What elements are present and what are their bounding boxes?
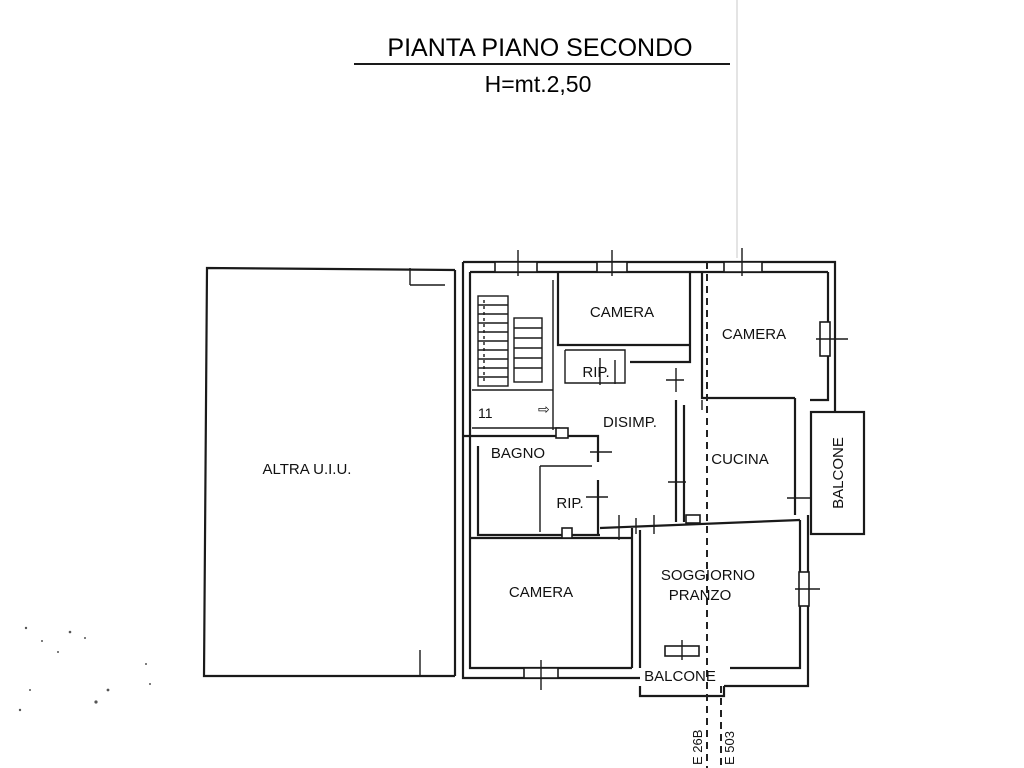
- room-label-camera-bottom: CAMERA: [509, 584, 573, 601]
- room-label-balcone-bottom: BALCONE: [644, 668, 716, 685]
- plan-title: PIANTA PIANO SECONDO: [387, 34, 692, 62]
- room-label-bagno: BAGNO: [491, 445, 545, 462]
- balcony-side: [809, 410, 866, 536]
- staircase: [477, 295, 543, 387]
- window-top-1: [494, 261, 538, 273]
- room-label-pranzo: PRANZO: [669, 587, 732, 604]
- room-label-rip-bottom: RIP.: [556, 495, 583, 512]
- room-label-cucina: CUCINA: [711, 451, 769, 468]
- stair-number: 11: [478, 405, 493, 421]
- room-label-soggiorno: SOGGIORNO: [661, 567, 755, 584]
- interior-walls: [462, 272, 801, 668]
- scan-specks: [18, 626, 151, 712]
- room-label-disimp: DISIMP.: [603, 414, 657, 431]
- room-label-camera-top: CAMERA: [590, 304, 654, 321]
- boundary-ref-right: E 503: [722, 731, 737, 765]
- window-top-3: [723, 261, 763, 273]
- outer-walls: [453, 260, 837, 698]
- altra-uiu-area: [202, 266, 456, 678]
- door-marks: [555, 358, 810, 540]
- boundary-ref-left: E 26B: [690, 730, 705, 765]
- window-marks: [494, 248, 848, 690]
- room-label-altra-uiu: ALTRA U.I.U.: [263, 461, 352, 478]
- room-label-rip-top: RIP.: [582, 364, 609, 381]
- plan-subtitle: H=mt.2,50: [485, 71, 592, 97]
- room-label-camera-right: CAMERA: [722, 326, 786, 343]
- arrow-icon: ⇨: [538, 401, 550, 417]
- room-label-balcone-side: BALCONE: [830, 437, 847, 509]
